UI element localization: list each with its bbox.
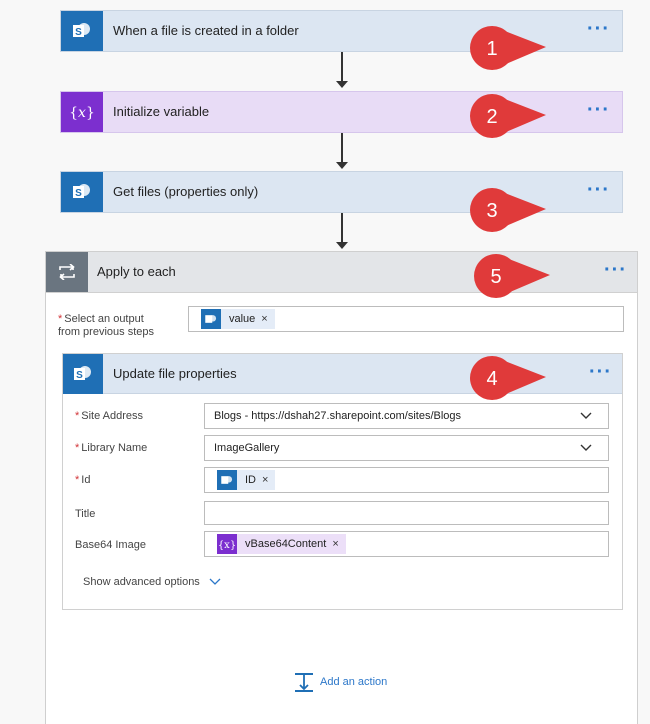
id-token[interactable]: ID × [217,470,276,490]
library-name-value: ImageGallery [214,442,280,454]
update-file-properties-title: Update file properties [113,366,237,381]
apply-to-each-container: Apply to each ··· *Select an output from… [45,251,638,724]
base64-image-input[interactable]: {x} vBase64Content × [204,531,609,557]
site-address-dropdown[interactable]: Blogs - https://dshah27.sharepoint.com/s… [204,403,609,429]
site-address-label: *Site Address [75,410,144,422]
library-name-dropdown[interactable]: ImageGallery [204,435,609,461]
more-options-icon[interactable]: ··· [587,179,610,201]
title-input[interactable] [204,501,609,525]
value-token[interactable]: value × [201,309,275,329]
add-an-action-label: Add an action [320,676,388,688]
svg-text:2: 2 [486,106,497,128]
step-title: When a file is created in a folder [113,23,299,38]
show-advanced-options-link[interactable]: Show advanced options [83,576,221,588]
title-label: Title [75,508,96,520]
base64-image-label: Base64 Image [75,539,146,551]
required-marker: * [75,410,80,422]
required-marker: * [75,474,80,486]
more-options-icon[interactable]: ··· [589,361,612,383]
svg-text:S: S [75,27,82,38]
arrow-down-icon [336,242,348,249]
svg-text:5: 5 [490,266,501,288]
chevron-down-icon[interactable] [580,442,592,454]
add-an-action-button[interactable]: Add an action [294,672,387,692]
more-options-icon[interactable]: ··· [587,18,610,40]
vbase64content-token[interactable]: {x} vBase64Content × [217,534,346,554]
token-label: ID [245,474,256,486]
callout-marker-1: 1 [470,26,546,70]
more-options-icon[interactable]: ··· [604,259,627,281]
step-title: Get files (properties only) [113,184,259,199]
chevron-down-icon[interactable] [580,410,592,422]
svg-text:S: S [76,370,83,381]
sharepoint-icon: S [61,172,103,212]
svg-text:4: 4 [486,368,497,390]
sharepoint-icon [217,470,237,490]
required-marker: * [75,442,80,454]
chevron-down-icon [209,578,221,586]
remove-token-icon[interactable]: × [261,313,268,325]
remove-token-icon[interactable]: × [262,474,269,486]
connector-2 [341,133,343,163]
sharepoint-icon [201,309,221,329]
add-action-icon [295,673,313,692]
callout-marker-5: 5 [474,254,550,298]
update-file-properties-card: S Update file properties ··· *Site Addre… [62,353,623,610]
callout-marker-3: 3 [470,188,546,232]
connector-1 [341,52,343,82]
more-options-icon[interactable]: ··· [587,99,610,121]
step-when-file-created[interactable]: S When a file is created in a folder ··· [60,10,623,52]
svg-text:{𝑥}: {𝑥} [69,105,95,121]
connector-3 [341,213,343,243]
select-output-input[interactable]: value × [188,306,624,332]
callout-marker-2: 2 [470,94,546,138]
step-title: Initialize variable [113,104,210,119]
callout-marker-4: 4 [470,356,546,400]
site-address-value: Blogs - https://dshah27.sharepoint.com/s… [214,410,462,422]
svg-text:1: 1 [486,38,497,60]
svg-text:S: S [75,188,82,199]
variable-icon: {x} [217,534,237,554]
apply-to-each-title: Apply to each [97,264,176,279]
arrow-down-icon [336,162,348,169]
token-label: value [229,313,256,325]
token-label: vBase64Content [245,538,327,550]
required-marker: * [58,313,63,325]
id-input[interactable]: ID × [204,467,609,493]
svg-text:3: 3 [486,200,497,222]
id-label: *Id [75,474,91,486]
arrow-down-icon [336,81,348,88]
select-output-label: *Select an output from previous steps [58,313,154,338]
sharepoint-icon: S [63,354,103,394]
remove-token-icon[interactable]: × [332,538,339,550]
library-name-label: *Library Name [75,442,148,454]
sharepoint-icon: S [61,11,103,51]
loop-icon [46,252,88,292]
svg-text:{x}: {x} [218,540,236,551]
variable-icon: {𝑥} [61,92,103,132]
